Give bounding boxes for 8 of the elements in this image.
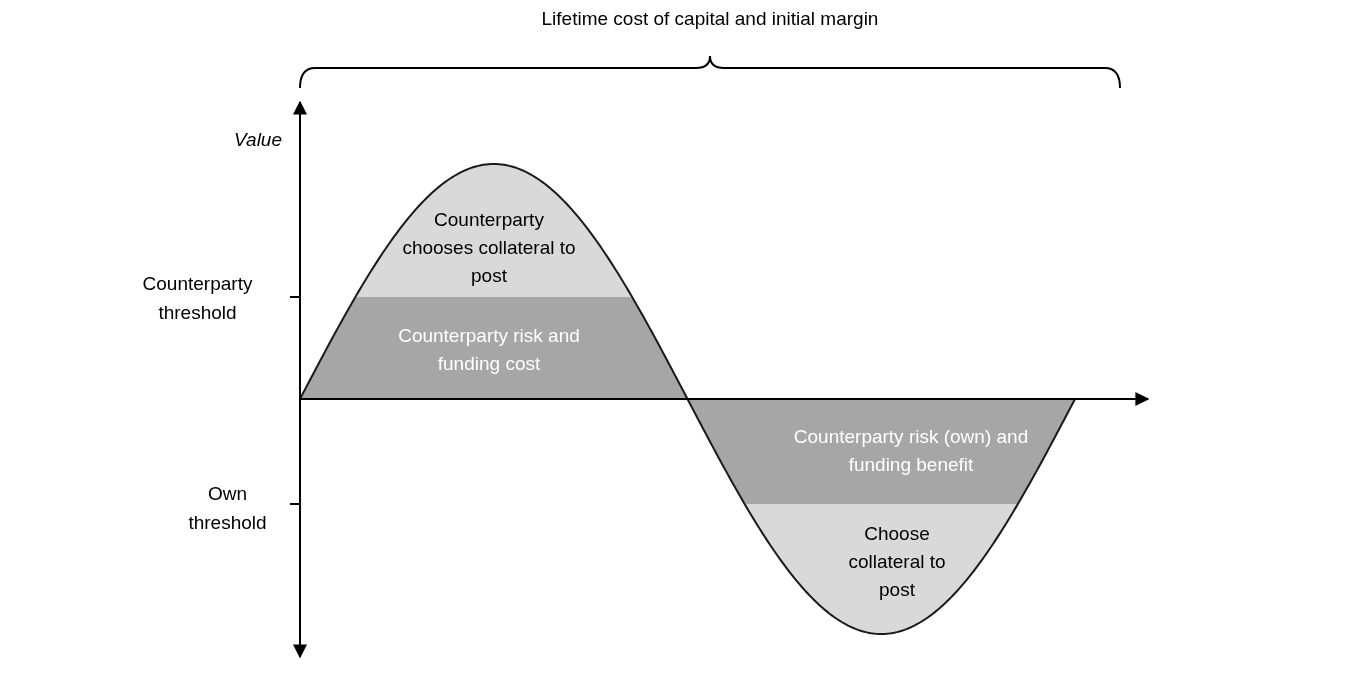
axis-tick-label: Counterparty threshold bbox=[141, 272, 254, 325]
region-label: Counterparty risk and funding cost bbox=[397, 324, 581, 376]
region-label: Counterparty risk (own) and funding benefit bbox=[792, 425, 1030, 477]
axis-tick-label: Own threshold bbox=[187, 482, 268, 535]
bracket-label: Lifetime cost of capital and initial margin bbox=[540, 7, 880, 31]
region-label: Counterparty chooses collateral to post bbox=[401, 208, 577, 288]
region-label: Choose collateral to post bbox=[847, 522, 947, 602]
axis-title: Value bbox=[233, 128, 282, 152]
